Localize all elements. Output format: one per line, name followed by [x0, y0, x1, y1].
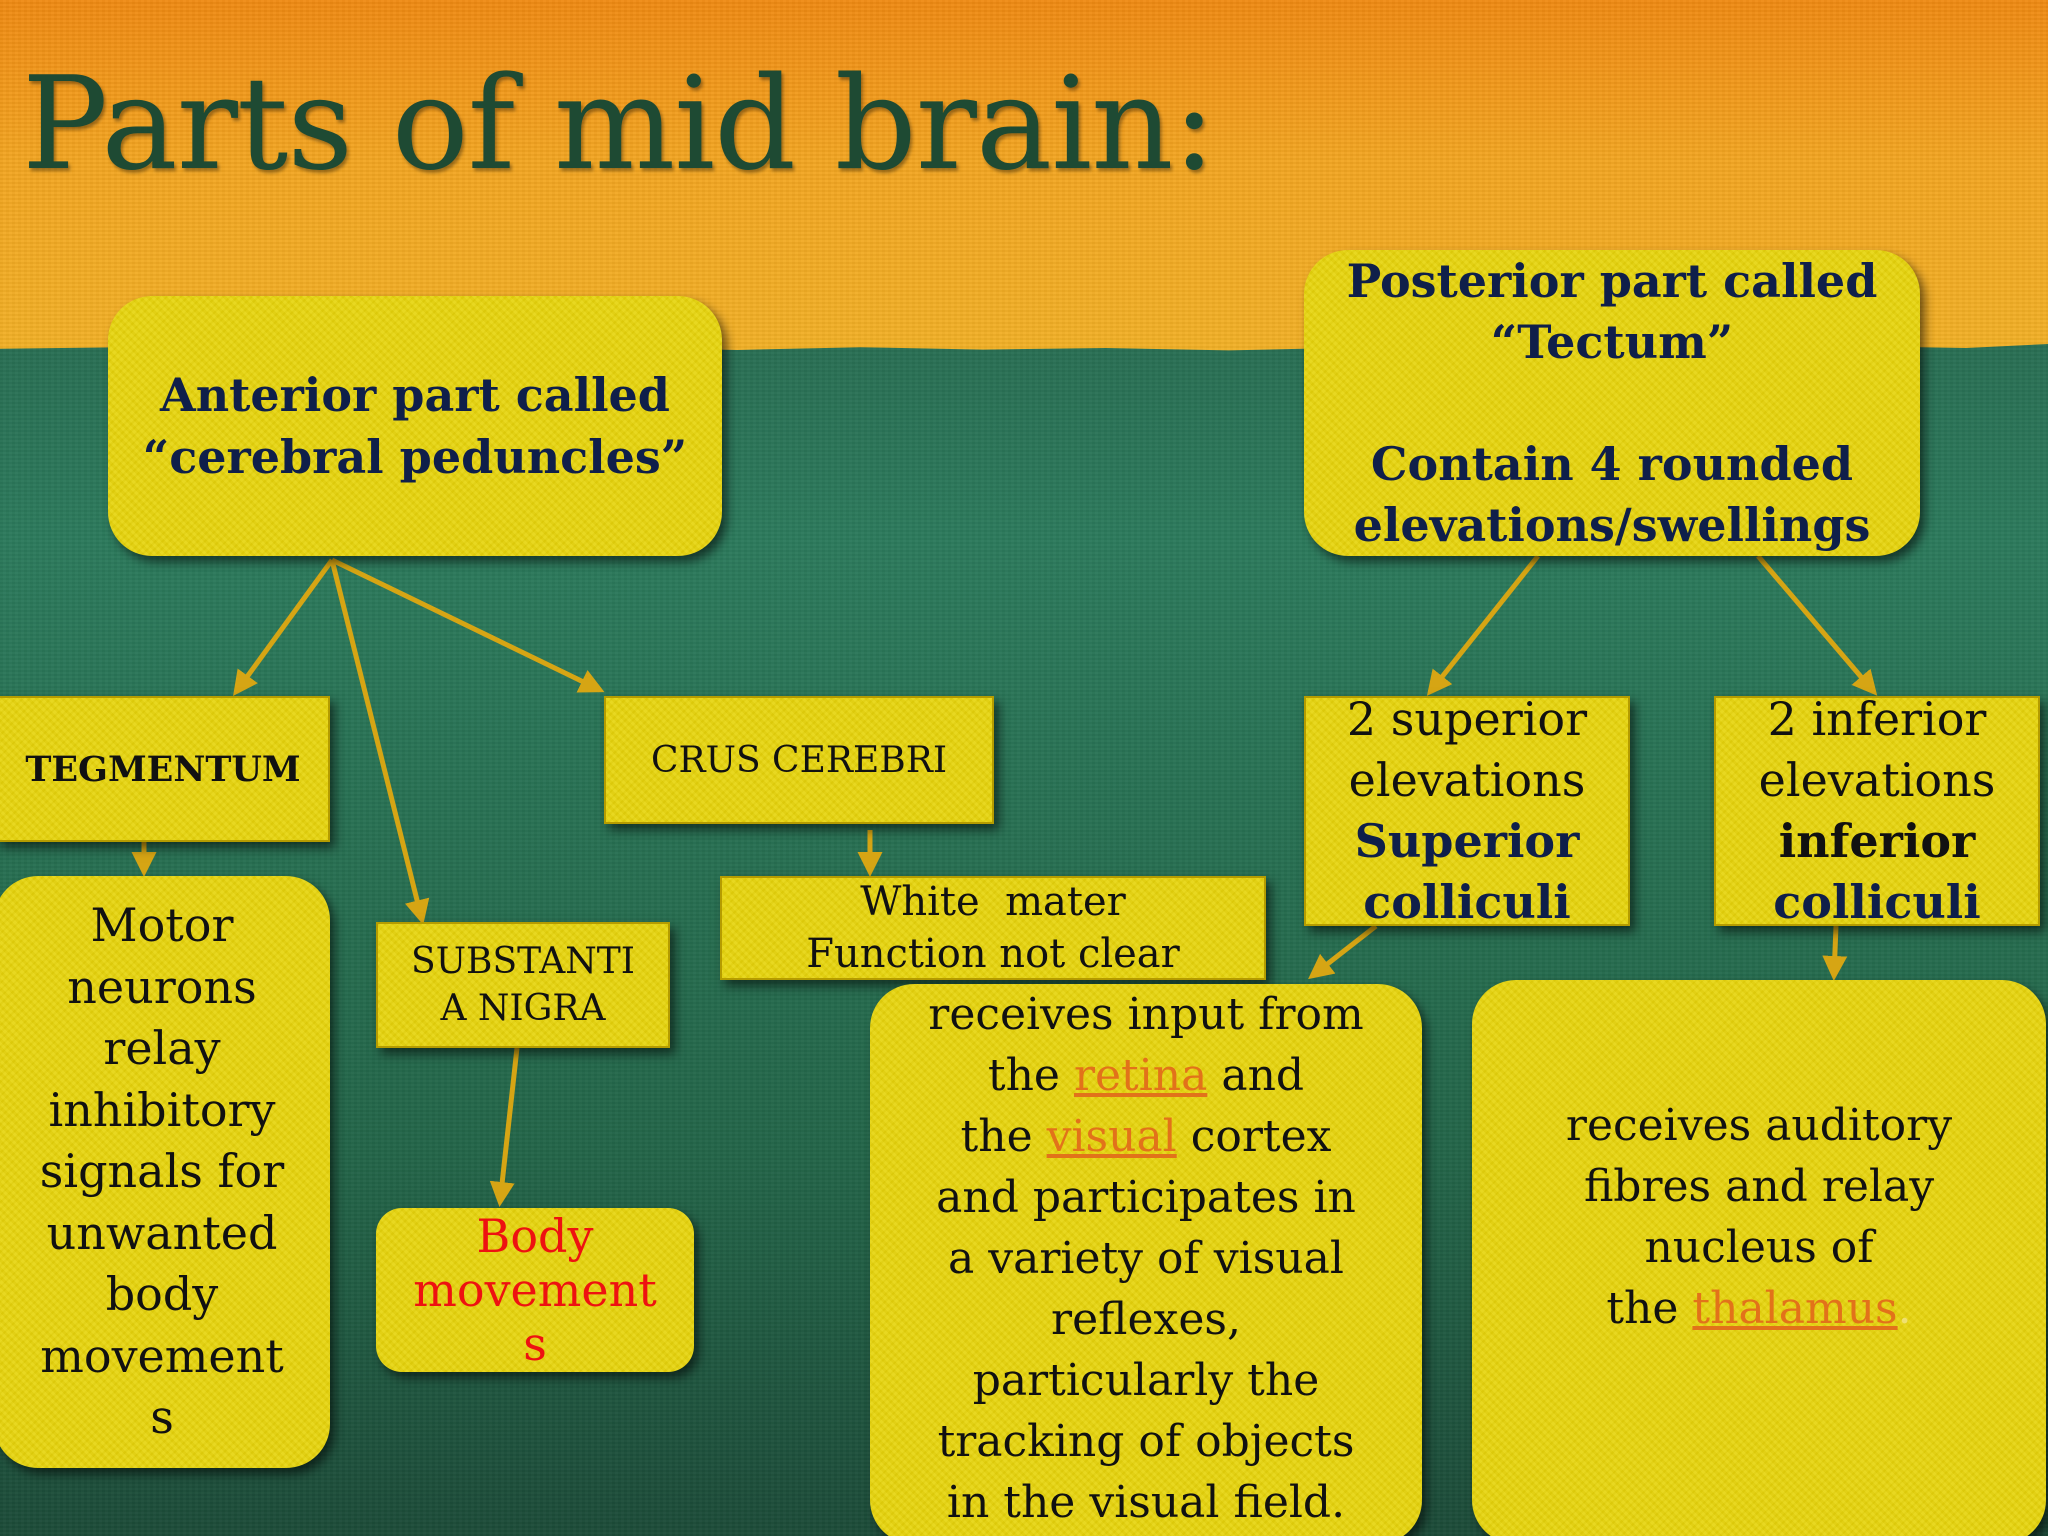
- posterior-line-4: elevations/swellings: [1353, 497, 1871, 552]
- superior-desc-text: and: [1207, 1050, 1305, 1101]
- superior-desc-line-2: the retina and: [988, 1045, 1304, 1106]
- inferior-desc-box: receives auditory fibres and relay nucle…: [1472, 980, 2046, 1536]
- inferior-desc-line-4: the thalamus.: [1606, 1278, 1911, 1339]
- posterior-line-1: Posterior part called: [1346, 253, 1878, 308]
- function-not-clear-line: Function not clear: [806, 931, 1180, 977]
- inferior-colliculi-box: 2 inferior elevations inferior colliculi: [1714, 692, 2040, 929]
- superior-colliculi-box: 2 superior elevations Superior colliculi: [1304, 692, 1630, 929]
- inferior-bold-2: colliculi: [1773, 875, 1981, 929]
- arrow-posterior-to-inferior: [1756, 554, 1878, 696]
- tegmentum-desc-line: neurons: [67, 959, 257, 1014]
- arrow-anterior-to-tegmentum: [233, 558, 335, 697]
- tegmentum-desc-line: signals for: [39, 1144, 285, 1199]
- arrow-superior-to-desc: [1308, 924, 1378, 980]
- tegmentum-label: TEGMENTUM: [25, 748, 301, 790]
- superior-bold-1: Superior: [1354, 814, 1580, 868]
- inferior-line-1: 2 inferior: [1767, 692, 1987, 746]
- thalamus-link[interactable]: thalamus: [1692, 1283, 1898, 1334]
- posterior-line-3: Contain 4 rounded: [1370, 436, 1854, 491]
- body-movements-line: Body: [476, 1209, 594, 1263]
- arrow-anterior-to-substantia-nigra: [329, 559, 430, 925]
- tegmentum-desc-line: inhibitory: [48, 1082, 276, 1137]
- tegmentum-desc-line: movement: [40, 1328, 284, 1383]
- superior-line-1: 2 superior: [1346, 692, 1588, 746]
- superior-desc-line-1: receives input from: [928, 989, 1364, 1040]
- inferior-desc-line-2: fibres and relay: [1583, 1161, 1935, 1212]
- crus-cerebri-label: CRUS CEREBRI: [650, 739, 948, 781]
- inferior-desc-line-3: nucleus of: [1644, 1222, 1874, 1273]
- arrow-nigra-to-desc: [489, 1047, 520, 1207]
- slide-title: Parts of mid brain:: [22, 50, 1216, 199]
- anterior-box: Anterior part called “cerebral peduncles…: [108, 296, 722, 556]
- crus-cerebri-box: CRUS CEREBRI: [604, 696, 994, 824]
- retina-link[interactable]: retina: [1073, 1050, 1208, 1101]
- inferior-desc-text: .: [1897, 1283, 1912, 1334]
- white-mater-line: White mater: [860, 879, 1126, 925]
- tegmentum-desc-line: s: [150, 1390, 174, 1445]
- tegmentum-desc-line: relay: [103, 1021, 221, 1076]
- body-movements-box: Body movement s: [376, 1208, 694, 1372]
- inferior-desc-text: the: [1606, 1283, 1693, 1334]
- superior-desc-text: the: [960, 1111, 1047, 1162]
- superior-desc-text: cortex: [1176, 1111, 1332, 1162]
- arrow-inferior-to-desc: [1822, 925, 1848, 981]
- tegmentum-desc-box: Motor neurons relay inhibitory signals f…: [0, 876, 330, 1468]
- posterior-box: Posterior part called “Tectum” Contain 4…: [1304, 250, 1920, 556]
- tegmentum-box: TEGMENTUM: [0, 696, 330, 842]
- superior-desc-line-8: tracking of objects: [937, 1416, 1355, 1467]
- white-mater-box: White mater Function not clear: [720, 876, 1266, 980]
- superior-desc-line-7: particularly the: [972, 1355, 1320, 1406]
- anterior-line-1: Anterior part called: [160, 368, 670, 422]
- substantia-nigra-box: SUBSTANTI A NIGRA: [376, 922, 670, 1048]
- superior-desc-line-6: reflexes,: [1051, 1294, 1241, 1345]
- superior-line-2: elevations: [1348, 753, 1586, 807]
- arrow-posterior-to-superior: [1426, 554, 1540, 696]
- posterior-line-2: “Tectum”: [1490, 314, 1734, 369]
- tegmentum-desc-line: Motor: [90, 898, 234, 953]
- visual-link[interactable]: visual: [1046, 1111, 1177, 1162]
- body-movements-line: s: [523, 1317, 547, 1371]
- superior-bold-2: colliculi: [1363, 875, 1571, 929]
- superior-desc-text: the: [987, 1050, 1074, 1101]
- body-movements-line: movement: [413, 1263, 657, 1317]
- inferior-line-2: elevations: [1758, 753, 1996, 807]
- substantia-nigra-label: A NIGRA: [440, 988, 606, 1029]
- inferior-bold-1: inferior: [1778, 814, 1976, 868]
- superior-desc-line-9: in the visual field.: [946, 1477, 1346, 1528]
- substantia-nigra-label: SUBSTANTI: [411, 941, 635, 982]
- tegmentum-desc-line: body: [105, 1267, 219, 1322]
- tegmentum-desc-line: unwanted: [46, 1205, 278, 1260]
- anterior-line-2: “cerebral peduncles”: [142, 430, 688, 484]
- superior-desc-line-5: a variety of visual: [948, 1233, 1344, 1284]
- superior-desc-line-4: and participates in: [936, 1172, 1356, 1223]
- superior-desc-line-3: the visual cortex: [961, 1106, 1332, 1167]
- superior-desc-box: receives input from the retina and the v…: [870, 984, 1422, 1536]
- inferior-desc-line-1: receives auditory: [1565, 1100, 1953, 1151]
- arrow-anterior-to-crus-cerebri: [330, 557, 605, 693]
